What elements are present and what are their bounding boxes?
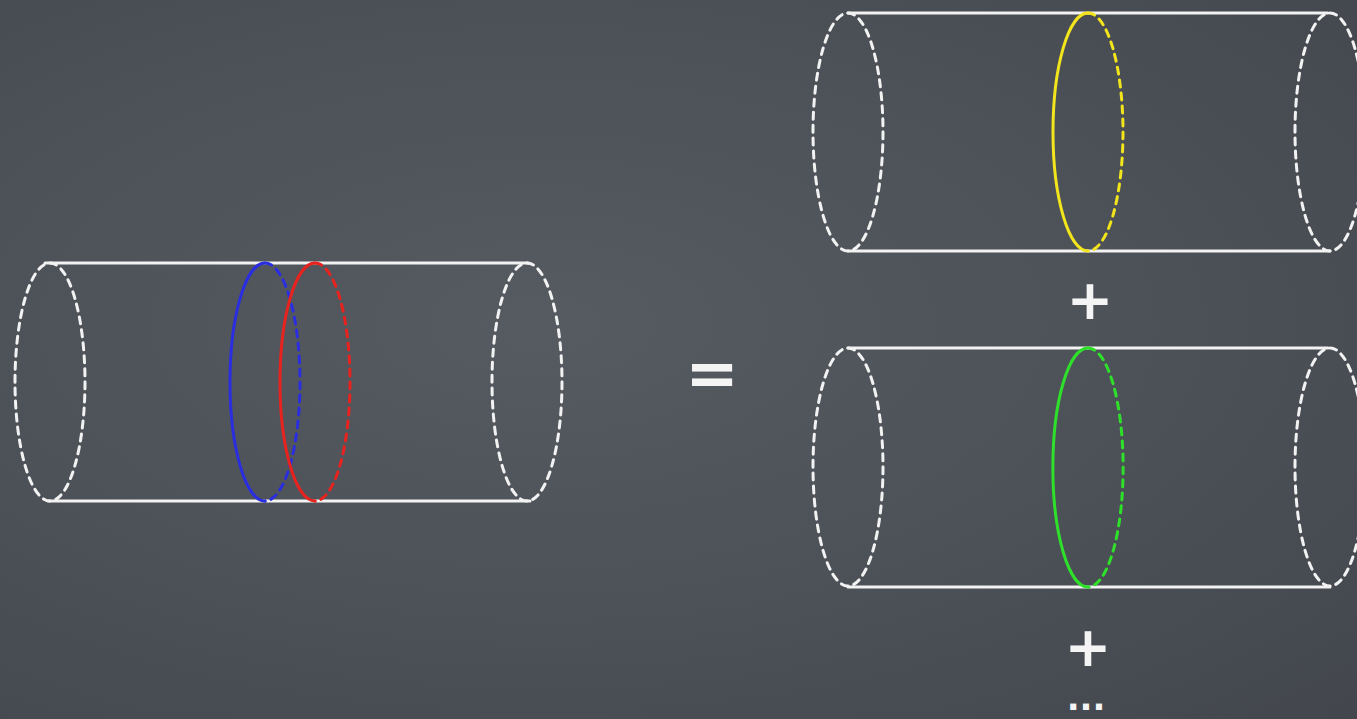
- plus-sign: +: [1065, 619, 1112, 675]
- ellipsis: ...: [1067, 681, 1106, 715]
- bottom-right-cylinder: [813, 348, 1357, 587]
- yellow-loop-back: [1088, 13, 1123, 251]
- cylinder-edge: [48, 500, 530, 503]
- blue-loop-front: [230, 263, 265, 501]
- green-loop-back: [1088, 348, 1123, 587]
- red-loop-front: [280, 263, 315, 501]
- cylinder-end: [813, 348, 883, 586]
- cylinder-end: [492, 263, 562, 501]
- top-right-cylinder: [813, 13, 1357, 251]
- yellow-loop-front: [1053, 13, 1088, 251]
- plus-sign: +: [1067, 272, 1114, 328]
- red-loop-back: [315, 263, 350, 501]
- equals-sign: =: [685, 341, 739, 405]
- left-cylinder: [15, 263, 562, 501]
- green-loop-front: [1053, 348, 1088, 587]
- cylinder-end: [1295, 13, 1357, 251]
- blue-loop-back: [265, 263, 300, 501]
- cylinder-edge: [45, 262, 528, 265]
- cylinder-end: [1295, 348, 1357, 586]
- cylinder-end: [15, 263, 85, 501]
- cylinder-end: [813, 13, 883, 251]
